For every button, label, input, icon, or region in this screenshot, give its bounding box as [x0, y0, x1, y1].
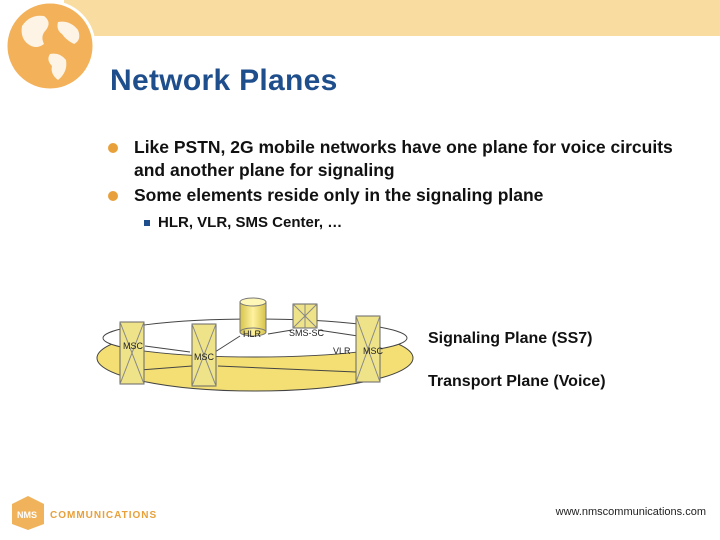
signaling-plane-label: Signaling Plane (SS7) — [428, 330, 593, 347]
nms-logo: NMS COMMUNICATIONS — [12, 496, 157, 530]
msc-center-label: MSC — [194, 352, 215, 362]
bullet-text: Like PSTN, 2G mobile networks have one p… — [134, 137, 673, 180]
sub-bullet-text: HLR, VLR, SMS Center, … — [158, 214, 343, 231]
globe-icon — [4, 0, 96, 92]
bullet-list: Like PSTN, 2G mobile networks have one p… — [106, 136, 696, 233]
footer-url: www.nmscommunications.com — [555, 506, 706, 518]
sms-sc-label: SMS-SC — [289, 328, 325, 338]
page-title: Network Planes — [110, 64, 338, 97]
signaling-links — [144, 329, 359, 353]
network-planes-diagram: MSC MSC HLR SMS-SC VLR MSC — [96, 297, 414, 392]
hlr-label: HLR — [243, 329, 262, 339]
bullet-item: Like PSTN, 2G mobile networks have one p… — [106, 136, 696, 182]
transport-links — [139, 365, 357, 373]
msc-right-label: MSC — [363, 346, 384, 356]
msc-center-node — [191, 323, 217, 387]
msc-right-node — [355, 315, 381, 383]
logo-letters: NMS — [17, 510, 37, 520]
bullet-dot-icon — [108, 143, 118, 153]
bullet-dot-icon — [108, 191, 118, 201]
sub-bullet-item: HLR, VLR, SMS Center, … — [106, 213, 696, 233]
sms-sc-node — [292, 303, 318, 329]
hlr-database-icon — [239, 297, 267, 337]
bullet-item: Some elements reside only in the signali… — [106, 184, 696, 207]
sub-bullet-square-icon — [144, 220, 150, 226]
logo-word: COMMUNICATIONS — [50, 510, 157, 521]
transport-plane-label: Transport Plane (Voice) — [428, 373, 606, 390]
top-banner — [64, 0, 720, 36]
msc-left-node — [119, 321, 145, 385]
bullet-text: Some elements reside only in the signali… — [134, 185, 544, 205]
vlr-label: VLR — [333, 346, 351, 356]
msc-left-label: MSC — [123, 341, 144, 351]
